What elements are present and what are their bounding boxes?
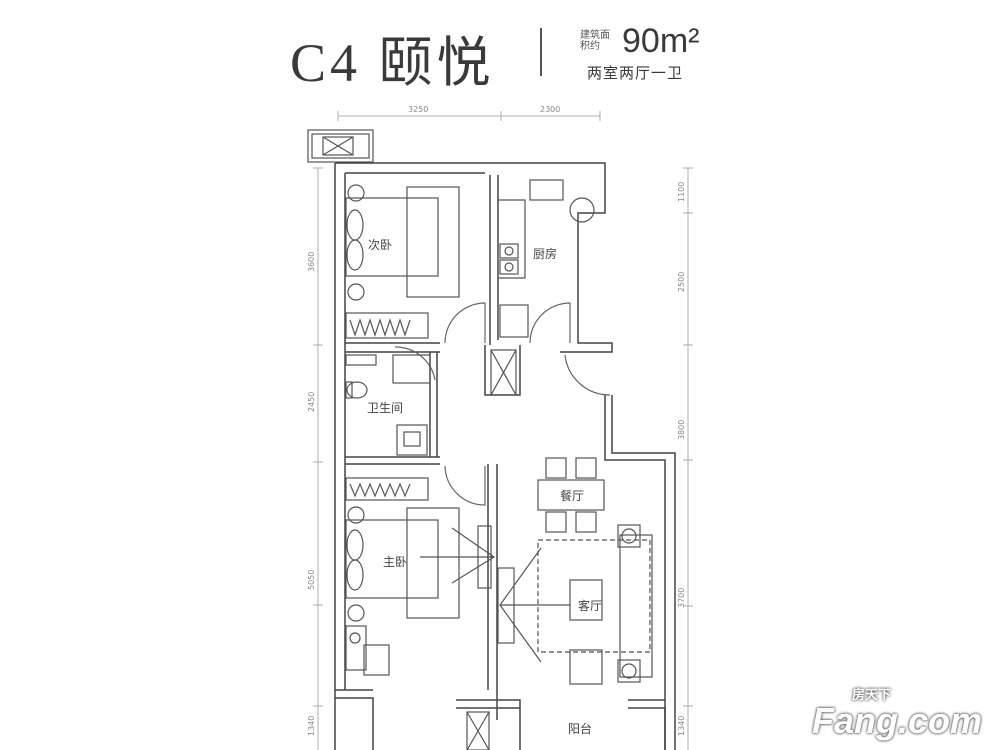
watermark-cn: 房天下 (851, 687, 891, 702)
dim-top-1: 3250 (408, 105, 428, 114)
bedroom2-furniture (345, 184, 460, 339)
watermark-en: Fang.com (811, 700, 982, 741)
room-label-bedroom2: 次卧 (368, 238, 392, 252)
plan-title: C4 颐悦 (290, 33, 495, 93)
walls (334, 162, 676, 750)
kitchen-furniture (490, 179, 595, 396)
ac-platform (307, 129, 374, 163)
dim-right-2: 2500 (677, 272, 686, 292)
dim-top-2: 2300 (540, 105, 560, 114)
room-label-master: 主卧 (383, 555, 407, 569)
bathroom-fixtures (345, 354, 431, 456)
room-label-balcony: 阳台 (568, 721, 592, 736)
area-tag: 建筑面积约 (580, 30, 610, 52)
living-furniture (466, 457, 653, 750)
title-separator (540, 28, 542, 76)
room-label-living: 客厅 (578, 598, 602, 613)
doors (394, 302, 611, 506)
dim-right-1: 1100 (677, 182, 686, 202)
dim-left-4: 1340 (307, 716, 316, 736)
dimension-lines (313, 111, 693, 750)
dim-left-1: 3600 (307, 252, 316, 272)
layout-type: 两室两厅一卫 (587, 64, 684, 82)
dim-right-5: 1340 (677, 716, 686, 736)
floor-area: 90m² (622, 22, 700, 60)
master-furniture (345, 477, 496, 676)
room-label-kitchen: 厨房 (533, 246, 557, 261)
room-label-bathroom: 卫生间 (367, 401, 403, 415)
dim-right-4: 3700 (677, 588, 686, 608)
dim-left-2: 2450 (307, 392, 316, 412)
dim-left-3: 5050 (307, 570, 316, 590)
watermark-logo: 房天下 Fang.com (812, 687, 982, 740)
room-label-dining: 餐厅 (560, 488, 584, 503)
dim-right-3: 3800 (677, 420, 686, 440)
